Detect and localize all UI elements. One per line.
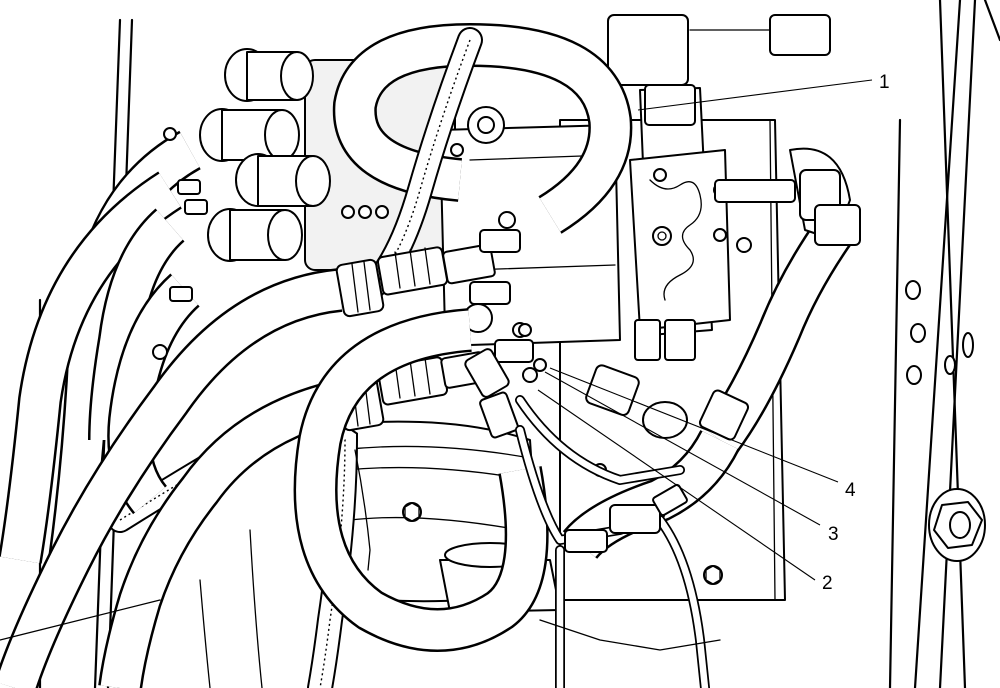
lower-loop-hose [293,308,549,652]
main-pressure-hose [0,268,343,688]
callout-1: 1 [637,72,890,111]
leader-line-1 [637,79,873,111]
wire-harness [0,449,721,688]
left-return-hoses [0,127,208,564]
right-frame-panel [888,0,1000,688]
leader-line-4 [549,367,839,483]
leader-line-3 [544,371,821,526]
control-valve [607,14,831,361]
callout-label-4: 4 [845,480,856,501]
steel-lines [515,395,710,688]
callout-3: 3 [544,371,839,545]
callout-4: 4 [549,367,856,501]
main-return-hose [98,378,350,688]
leader-line-2 [537,389,816,581]
callout-label-1: 1 [879,72,890,93]
frame-bolt [928,488,986,562]
callout-2: 2 [537,389,833,594]
callout-label-2: 2 [822,573,833,594]
callout-label-3: 3 [828,524,839,545]
